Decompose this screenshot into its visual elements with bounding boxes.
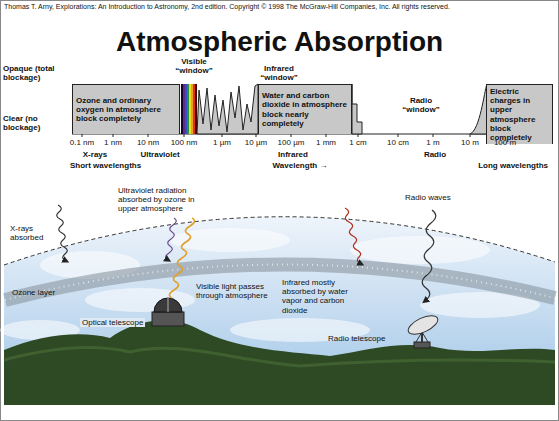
window-label: Infrared “window” xyxy=(255,64,303,82)
tick-label: 1 nm xyxy=(93,138,133,147)
band-text: Ozone and ordinary oxygen in atmosphere … xyxy=(73,96,179,124)
instrument-label: Optical telescope xyxy=(80,318,145,327)
callout-text: Infrared mostly absorbed by water vapor … xyxy=(282,278,362,315)
window-label: Visible “window” xyxy=(171,57,217,75)
tick-label: 1 mm xyxy=(306,138,346,147)
diagram-title: Atmospheric Absorption xyxy=(116,27,443,58)
band-text: Electric charges in upper atmosphere blo… xyxy=(487,87,552,142)
callout-text: Ultraviolet radiation absorbed by ozone … xyxy=(118,186,204,214)
instrument-label: Radio telescope xyxy=(328,334,400,343)
tick-label: 10 nm xyxy=(128,138,168,147)
callout-text: Radio waves xyxy=(405,193,465,202)
band-name: Infrared xyxy=(263,150,323,159)
window-label: Radio “window” xyxy=(397,96,445,114)
copyright-note: Thomas T. Arny, Explorations: An Introdu… xyxy=(4,3,554,11)
callout-text: X-rays absorbed xyxy=(10,224,54,242)
tick-label: 100 nm xyxy=(164,138,204,147)
absorption-band: Electric charges in upper atmosphere blo… xyxy=(486,84,553,144)
tick-label: 100 m xyxy=(485,138,525,147)
tick-label: 1 µm xyxy=(202,138,242,147)
axis-note: Short wavelengths xyxy=(70,161,170,170)
tick-label: 10 µm xyxy=(236,138,276,147)
level-label: Opaque (total blockage) xyxy=(3,64,71,82)
tick-label: 0.1 nm xyxy=(62,138,102,147)
callout-text: Visible light passes through atmosphere xyxy=(196,282,280,300)
tick-label: 100 µm xyxy=(271,138,311,147)
level-label: Clear (no blockage) xyxy=(3,114,71,132)
band-text: Water and carbon dioxide in atmosphere b… xyxy=(259,91,351,128)
band-name: Radio xyxy=(410,150,460,159)
absorption-band: Water and carbon dioxide in atmosphere b… xyxy=(258,84,352,134)
tick-label: 10 cm xyxy=(378,138,418,147)
tick-label: 1 cm xyxy=(338,138,378,147)
tick-label: 10 m xyxy=(450,138,490,147)
axis-note: Long wavelengths xyxy=(448,161,548,170)
absorption-band: Ozone and ordinary oxygen in atmosphere … xyxy=(72,84,180,134)
band-name: X-rays xyxy=(70,150,120,159)
band-name: Ultraviolet xyxy=(130,150,190,159)
tick-label: 1 m xyxy=(413,138,453,147)
layer-label: Ozone layer xyxy=(12,288,72,297)
axis-title: Wavelength → xyxy=(250,161,350,170)
